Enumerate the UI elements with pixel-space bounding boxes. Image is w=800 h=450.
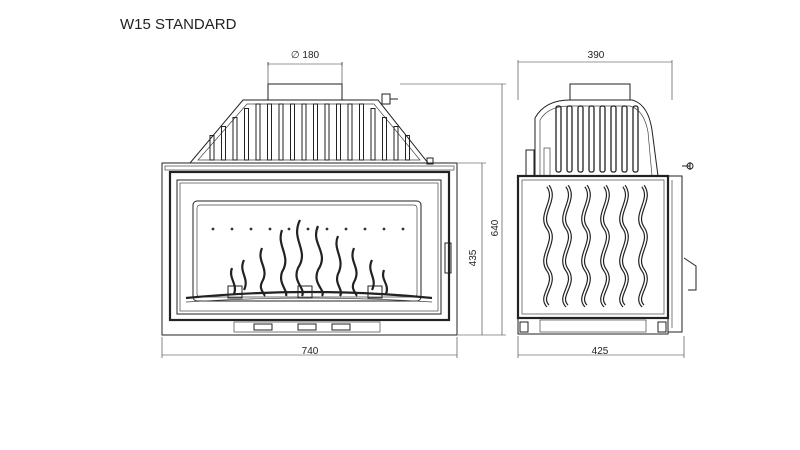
hood-fin [267, 103, 272, 161]
side-fin [555, 105, 562, 173]
hood-fin [301, 103, 307, 161]
door-handle [444, 242, 452, 274]
flames [230, 219, 388, 297]
body-height-label: 435 [468, 249, 479, 266]
hood-fin [359, 103, 364, 161]
glass-dot [344, 227, 348, 231]
glass-dot [401, 227, 405, 231]
hood-fin [405, 135, 410, 161]
side-waves [543, 184, 648, 308]
width-label: 740 [302, 346, 319, 357]
hood-fin [336, 103, 341, 161]
hood-fin [313, 103, 318, 161]
side-fins [555, 105, 639, 173]
hood-fin [370, 108, 376, 161]
hood-fin [232, 117, 238, 161]
glass-dot [249, 227, 253, 231]
side-fin [588, 105, 595, 173]
drawing-title: W15 STANDARD [120, 16, 237, 33]
side-fin [610, 105, 617, 173]
hood-fin [278, 103, 284, 161]
top-depth-dimension: 390 [517, 50, 673, 100]
front-view: ∅ 180 [161, 50, 506, 358]
glass-dot [268, 227, 272, 231]
glass-dot [325, 227, 329, 231]
glass-dot [382, 227, 386, 231]
grate [185, 290, 433, 300]
glass-dot [230, 227, 234, 231]
bottom-depth-label: 425 [592, 346, 609, 357]
glass-dot [287, 227, 291, 231]
glass-dot [363, 227, 367, 231]
hood-fin [290, 103, 295, 161]
hood-fin [324, 103, 330, 161]
glass-dot [306, 227, 310, 231]
hood-fin [244, 108, 249, 161]
side-view: 390 425 [516, 50, 697, 358]
body-height-dimension: 435 [458, 162, 486, 336]
glass-dot [211, 227, 215, 231]
hood-fin [382, 117, 387, 161]
front-body [161, 162, 458, 336]
top-depth-label: 390 [588, 50, 605, 61]
glass-dots [211, 227, 405, 231]
side-fin [577, 105, 584, 173]
hood-fin [221, 126, 226, 161]
total-height-dimension: 640 [400, 83, 506, 336]
side-fin [632, 105, 639, 173]
flue-collar: ∅ 180 [267, 50, 343, 101]
flue-diameter-label: ∅ 180 [291, 50, 320, 61]
hood-fin [255, 103, 261, 161]
side-fin [599, 105, 606, 173]
hood [188, 93, 434, 165]
hood-fin [209, 135, 215, 161]
glass-window [192, 200, 422, 302]
total-height-label: 640 [490, 219, 501, 236]
width-dimension: 740 [161, 337, 458, 358]
hood-fins [209, 103, 410, 161]
side-fin [566, 105, 573, 173]
hood-fin [393, 126, 399, 161]
hood-fin [347, 103, 353, 161]
side-fin [621, 105, 628, 173]
bottom-depth-dimension: 425 [517, 336, 685, 358]
